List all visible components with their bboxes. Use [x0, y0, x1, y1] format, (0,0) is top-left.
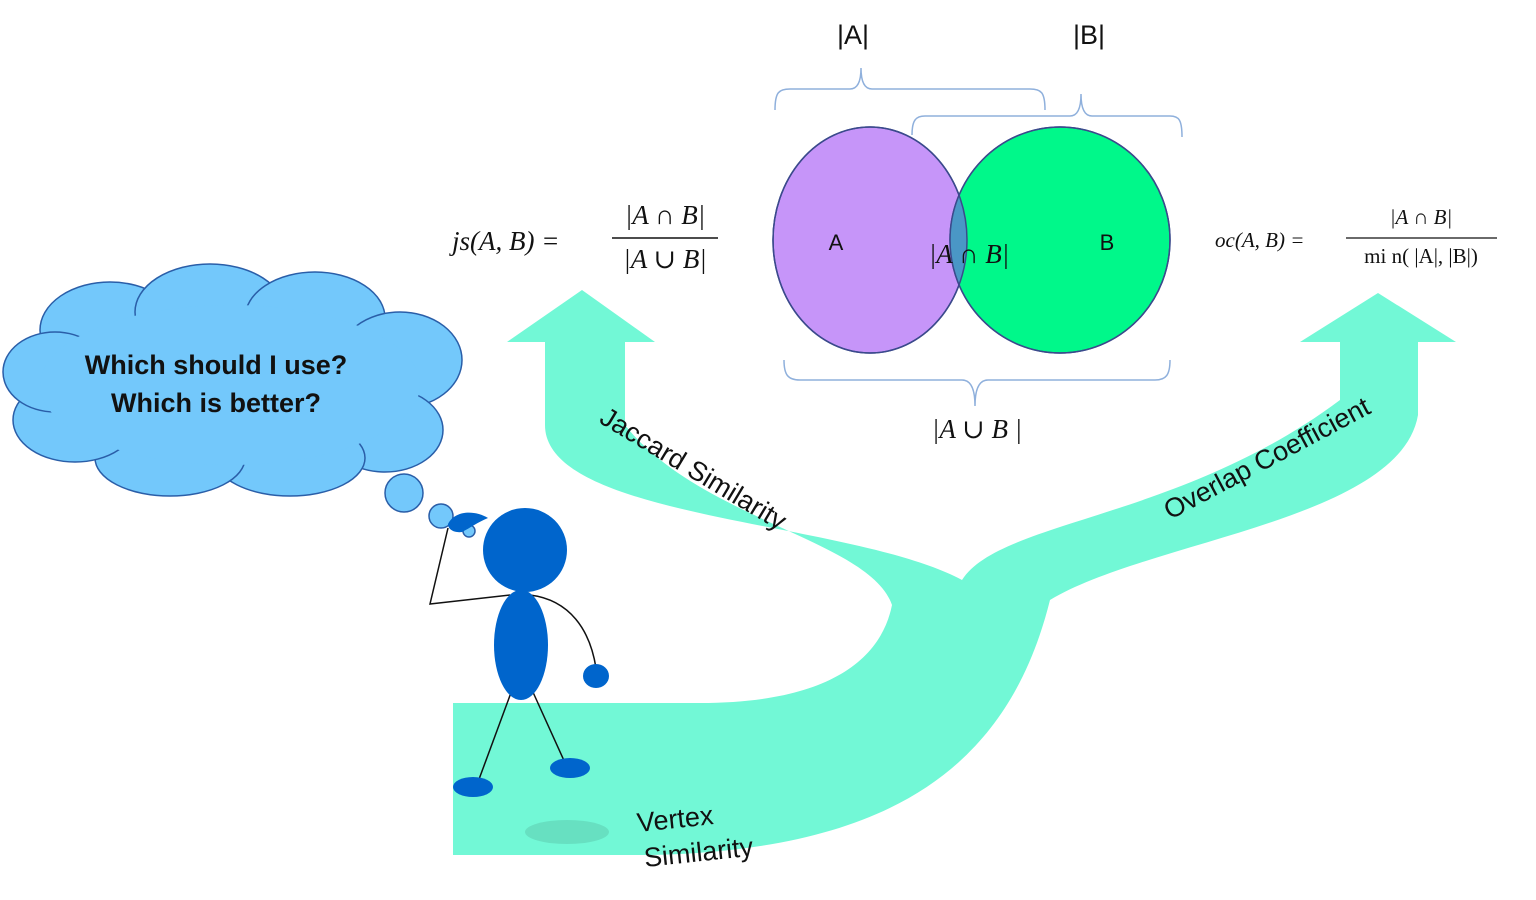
thought-cloud: Which should I use? Which is better? [2, 263, 476, 538]
thought-bubble-medium [428, 503, 454, 529]
overlap-denominator: mi n( |A|, |B|) [1364, 244, 1478, 268]
overlap-lhs: oc(A, B) = [1215, 228, 1304, 252]
overlap-numerator: |A ∩ B| [1390, 205, 1453, 229]
union-label: |A ∪ B | [932, 414, 1022, 444]
venn-label-b: B [1100, 230, 1115, 255]
thinking-person [429, 508, 609, 797]
person-left-foot [453, 777, 493, 797]
venn-label-intersection: |A ∩ B| [929, 239, 1009, 269]
venn-set-b-outline [949, 126, 1171, 354]
split-arrow [453, 290, 1456, 855]
thought-cloud-fill [40, 305, 420, 465]
ground-shadow [525, 820, 609, 844]
brace-union [783, 359, 1171, 407]
person-left-leg [477, 689, 513, 783]
person-left-arm [429, 527, 511, 605]
jaccard-formula: js(A, B) = |A ∩ B| |A ∪ B| [449, 200, 718, 274]
jaccard-numerator: |A ∩ B| [625, 200, 705, 230]
venn-label-a: A [829, 230, 844, 255]
person-pointing-hand [448, 512, 488, 533]
overlap-formula: oc(A, B) = |A ∩ B| mi n( |A|, |B|) [1215, 205, 1497, 268]
brace-b-label: |B| [1073, 20, 1105, 50]
split-arrow-body [453, 290, 1456, 855]
brace-a [774, 67, 1046, 111]
person-head [483, 508, 567, 592]
person-right-leg [531, 689, 567, 766]
jaccard-denominator: |A ∪ B| [623, 244, 706, 274]
person-right-arm [529, 594, 597, 669]
person-right-hand [583, 664, 609, 688]
thought-line-2: Which is better? [111, 388, 321, 418]
venn-diagram: A B |A ∩ B| [772, 126, 1171, 354]
jaccard-lhs: js(A, B) = [449, 226, 559, 256]
venn-set-a-outline [772, 126, 968, 354]
thought-line-1: Which should I use? [85, 350, 348, 380]
thought-bubble-large [384, 473, 424, 513]
brace-b [911, 93, 1183, 138]
brace-a-label: |A| [837, 20, 869, 50]
person-right-foot [550, 758, 590, 778]
braces [774, 67, 1183, 407]
person-body [494, 590, 548, 700]
